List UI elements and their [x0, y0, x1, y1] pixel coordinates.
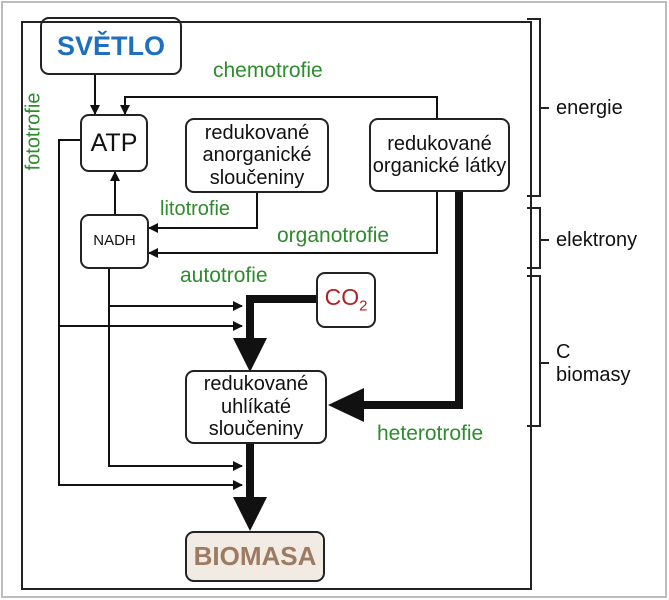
heterotrofie-thick-line	[362, 192, 463, 409]
reduced-inorganic-label: redukované anorganické sloučeniny	[202, 121, 312, 189]
elektrony-label: elektrony	[556, 229, 638, 251]
c-biomasy-bracket	[527, 275, 541, 427]
c-biomasy-label-line2: biomasy	[556, 364, 631, 386]
diagram-border	[21, 21, 532, 590]
atp-to-autotrofie-arrow	[58, 139, 243, 331]
c-biomasy-label-line1: C	[556, 341, 571, 363]
nadh-label: NADH	[93, 232, 136, 250]
heterotrofie-label: heterotrofie	[377, 422, 484, 445]
atp-label: ATP	[90, 129, 138, 157]
co2-subscript: 2	[359, 297, 368, 315]
co2-thick-line	[246, 295, 316, 340]
biomasa-thick-arrowhead	[233, 497, 267, 531]
fototrofie-label: fototrofie	[22, 92, 45, 171]
autotrofie-label: autotrofie	[180, 264, 268, 287]
organotrofie-label: organotrofie	[277, 224, 390, 247]
litotrofie-label: litotrofie	[160, 198, 231, 220]
atp-box: ATP	[80, 114, 148, 172]
atp-to-biomasa-arrow	[58, 326, 243, 490]
reduced-carbon-label: redukované uhlíkaté sloučeniny	[203, 373, 309, 441]
nadh-to-biomasa-arrow	[108, 306, 243, 471]
co2-thick-arrowhead	[233, 338, 267, 372]
co2-label: CO2	[324, 283, 368, 315]
heterotrofie-thick-arrowhead	[328, 388, 364, 422]
svetlo-box: SVĚTLO	[40, 17, 182, 75]
reduced-inorganic-box: redukované anorganické sloučeniny	[185, 118, 329, 193]
energie-label: energie	[556, 97, 623, 119]
svetlo-label: SVĚTLO	[56, 30, 165, 61]
reduced-organic-box: redukované organické látky	[369, 118, 510, 192]
co2-box: CO2	[316, 272, 376, 328]
biomasa-box: BIOMASA	[185, 531, 325, 582]
litotrofie-arrow	[148, 193, 258, 233]
chemotrofie-arrow	[120, 96, 438, 118]
energie-bracket	[527, 18, 541, 197]
organotrofie-arrow	[148, 192, 438, 258]
elektrony-bracket	[527, 207, 541, 269]
reduced-organic-label: redukované organické látky	[372, 132, 507, 177]
chemotrofie-label: chemotrofie	[213, 59, 323, 82]
biomasa-label: BIOMASA	[193, 540, 317, 571]
nadh-box: NADH	[80, 214, 149, 269]
reduced-carbon-box: redukované uhlíkaté sloučeniny	[185, 370, 327, 444]
